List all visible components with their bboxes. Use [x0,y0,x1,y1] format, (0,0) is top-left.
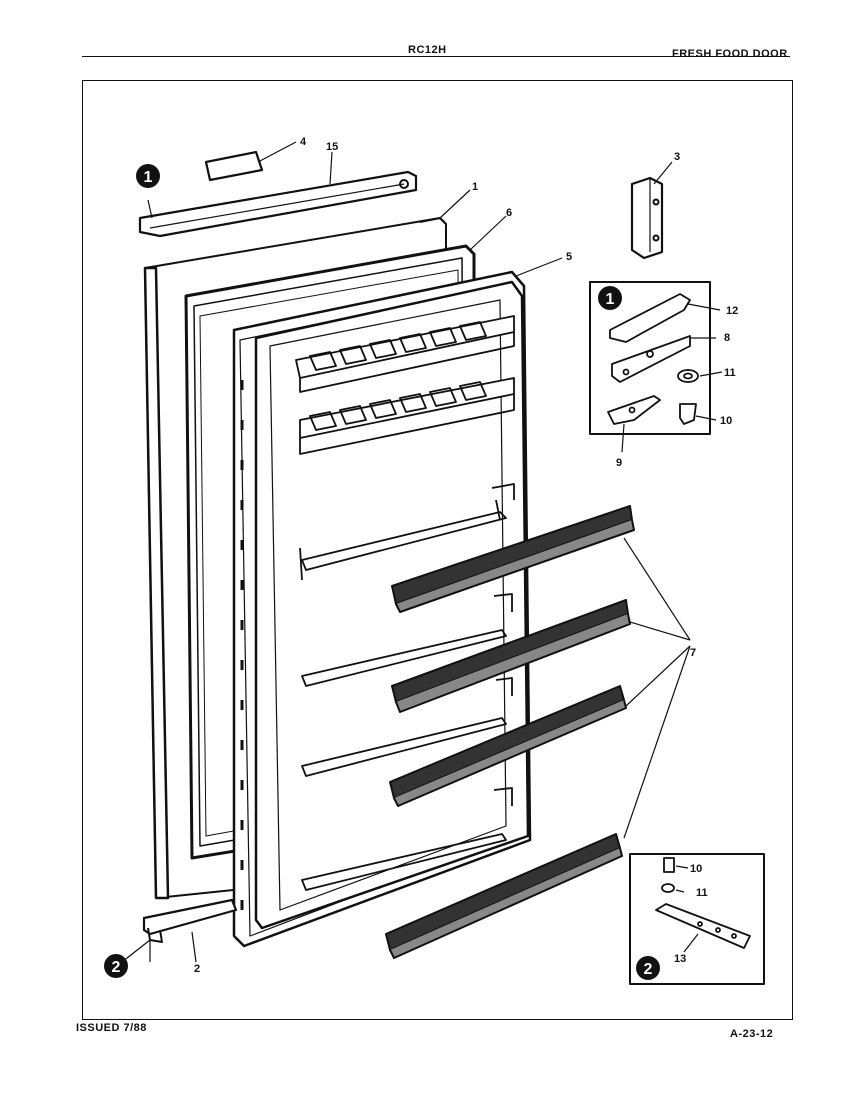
callout-1: 1 [472,181,478,193]
inset-box-bottom [629,853,765,985]
callout-9: 9 [616,457,622,469]
model-number: RC12H [408,44,447,56]
marker-top-hinge: 1 [136,164,160,188]
diagram-frame [82,80,793,1020]
marker-bottom-hinge-label: 2 [112,959,121,976]
inset-box-top [589,281,711,435]
marker-inset-bottom-label: 2 [644,961,653,978]
issued-date: ISSUED 7/88 [76,1022,147,1034]
top-hinge-cap [138,170,418,238]
page-code: A-23-12 [730,1028,774,1040]
callout-4: 4 [300,136,307,148]
header-rule [82,56,790,57]
callout-10-bottom: 10 [690,863,702,875]
callout-5: 5 [566,251,572,263]
callout-13: 13 [674,953,686,965]
callout-6: 6 [506,207,512,219]
section-title: FRESH FOOD DOOR [672,48,788,60]
inset-top-parts [607,293,699,425]
marker-inset-top: 1 [598,286,622,310]
handle-insert [204,150,264,182]
callout-3: 3 [674,151,680,163]
door-shelf-bars [385,505,635,959]
callout-7: 7 [690,647,696,659]
shelf-ledges [299,483,515,891]
callout-8: 8 [724,332,730,344]
callout-11-top: 11 [724,367,736,379]
marker-inset-top-label: 1 [606,291,615,308]
leader-lines [121,141,723,963]
marker-top-hinge-label: 1 [144,169,153,186]
callout-15: 15 [326,141,338,153]
callout-12: 12 [726,305,738,317]
bottom-hinge-cap [142,898,238,943]
marker-bottom-hinge: 2 [104,954,128,978]
callout-10-top: 10 [720,415,732,427]
inset-bottom-parts [655,857,751,949]
hinge-bracket [630,176,664,260]
marker-inset-bottom: 2 [636,956,660,980]
callout-11-bottom: 11 [696,887,708,899]
callout-2: 2 [194,963,200,975]
egg-shelves [295,315,515,455]
